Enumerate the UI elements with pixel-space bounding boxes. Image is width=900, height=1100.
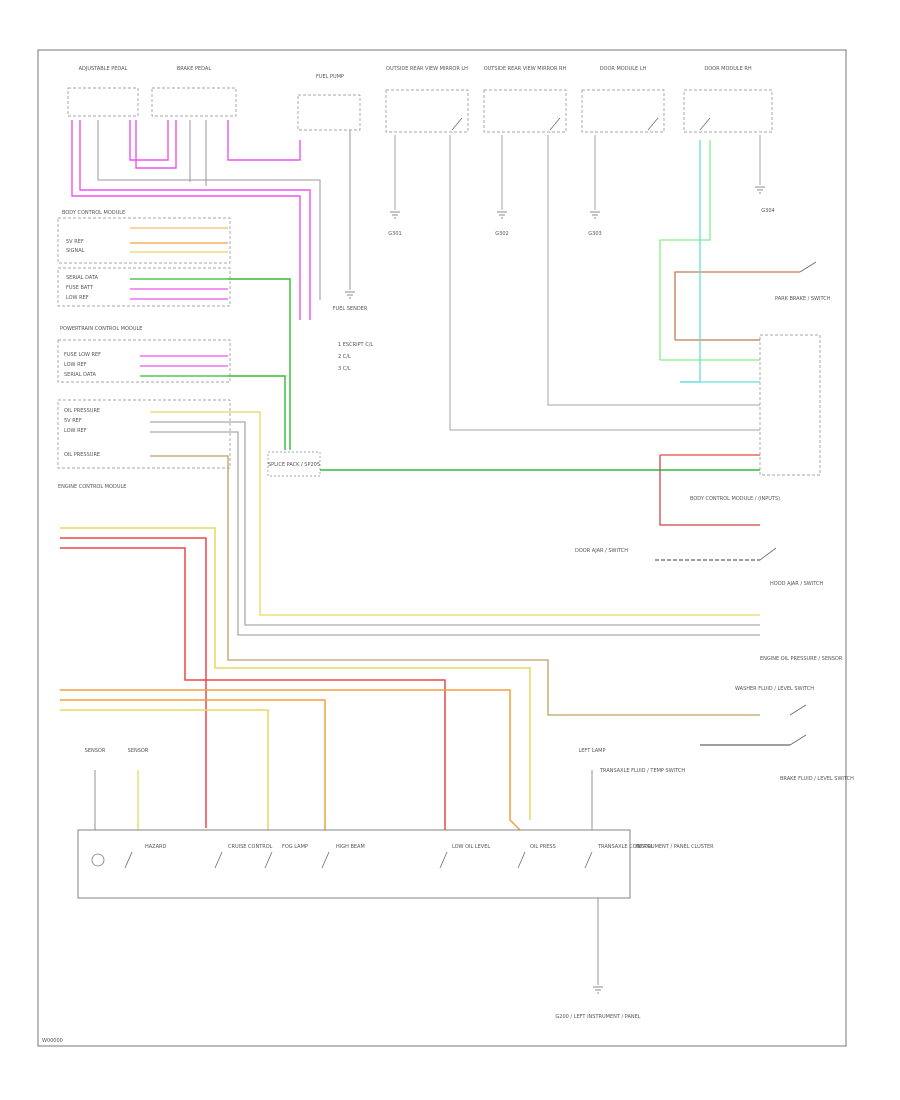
module-door-lh-label: DOOR MODULE LH	[600, 66, 647, 72]
right-switches	[759, 261, 817, 746]
ground-label-g301: G301	[388, 231, 401, 237]
cluster-seg-5: LOW OIL LEVEL	[452, 844, 490, 850]
module-mirror-rh	[483, 89, 567, 133]
oil-pin-3: LOW REF	[64, 428, 87, 434]
cluster-lamp	[91, 853, 105, 867]
legend-1: 1 ESCRIPT C/L	[338, 342, 373, 348]
pcm2-label: POWERTRAIN CONTROL MODULE	[60, 326, 142, 332]
label-trans-fluid: TRANSAXLE FLUID / TEMP SWITCH	[599, 768, 685, 774]
module-fuel-pump-label: FUEL PUMP	[316, 74, 344, 80]
cluster-switches	[124, 851, 593, 869]
ground-symbols	[345, 186, 765, 299]
cluster-seg-6: OIL PRESS	[530, 844, 556, 850]
left-stubs	[130, 227, 228, 377]
ground-g303	[590, 211, 600, 219]
wires-oil	[150, 411, 760, 716]
oil-pin-1: OIL PRESSURE	[64, 408, 100, 414]
label-door-ajar: DOOR AJAR / SWITCH	[575, 548, 628, 554]
wires-ecm	[60, 527, 531, 830]
label-oil-pressure: ENGINE OIL PRESSURE / SENSOR	[760, 656, 843, 662]
module-door-rh-label: DOOR MODULE RH	[704, 66, 752, 72]
cluster-input-2: SENSOR	[128, 748, 149, 754]
oil-pin-4: OIL PRESSURE	[64, 452, 100, 458]
cluster-input-1: SENSOR	[85, 748, 106, 754]
legend-2: 2 C/L	[338, 354, 351, 360]
cluster-input-3: LEFT LAMP	[578, 748, 605, 754]
cluster-seg-1: HAZARD	[145, 844, 167, 850]
ground-label-g303: G303	[588, 231, 601, 237]
bcm-label: BODY CONTROL MODULE	[62, 210, 125, 216]
splice-label: SPLICE PACK / SP205	[268, 462, 320, 468]
cluster-inputs	[94, 770, 593, 830]
pcm2-block	[57, 339, 231, 383]
module-adjustable-pedal	[67, 87, 139, 117]
footer-code: W00000	[42, 1038, 63, 1044]
cluster-ground-symbol	[593, 986, 603, 994]
ground-g304	[755, 186, 765, 194]
ground-g301	[390, 211, 400, 219]
cluster-seg-7: TRANSAXLE CONTROL	[597, 844, 654, 850]
pcm2-pin-3: SERIAL DATA	[64, 372, 97, 378]
oil-block	[57, 399, 231, 469]
legend-3: 3 C/L	[338, 366, 351, 372]
label-park-brake: PARK BRAKE / SWITCH	[775, 296, 831, 302]
diagram-frame	[37, 49, 847, 1047]
cluster-seg-3: FOG LAMP	[282, 844, 308, 850]
cluster-seg-2: CRUISE CONTROL	[228, 844, 273, 850]
ground-label-g302: G302	[495, 231, 508, 237]
top-modules: ADJUSTABLE PEDAL BRAKE PEDAL FUEL PUMP O…	[67, 66, 773, 133]
bcm-pin-1: 5V REF	[66, 239, 84, 245]
pcm-pin-2: FUSE BATT	[66, 285, 94, 291]
module-mirror-rh-label: OUTSIDE REAR VIEW MIRROR RH	[484, 66, 567, 72]
label-hood-ajar: HOOD AJAR / SWITCH	[770, 581, 823, 587]
oil-pin-2: 5V REF	[64, 418, 82, 424]
bcm-block	[57, 217, 231, 264]
fuel-sender-label: FUEL SENDER	[333, 306, 368, 312]
instrument-cluster	[77, 829, 631, 899]
module-brake-pedal	[151, 87, 237, 117]
splice-box	[267, 451, 321, 477]
ground-g302	[497, 211, 507, 219]
cluster-seg-4: HIGH BEAM	[336, 844, 365, 850]
module-door-rh	[683, 89, 773, 133]
module-adjustable-pedal-label: ADJUSTABLE PEDAL	[79, 66, 128, 72]
label-brake-fluid: BRAKE FLUID / LEVEL SWITCH	[780, 776, 854, 782]
module-mirror-lh-label: OUTSIDE REAR VIEW MIRROR LH	[386, 66, 468, 72]
bcm-pin-2: SIGNAL	[66, 248, 85, 254]
left-blocks: BODY CONTROL MODULE 5V REF SIGNAL SERIAL…	[57, 210, 231, 490]
ecm-label: ENGINE CONTROL MODULE	[58, 484, 126, 490]
module-door-lh	[581, 89, 665, 133]
wires-orange	[60, 689, 521, 831]
module-switches	[451, 117, 711, 131]
module-fuel-pump	[297, 94, 361, 131]
label-washer-fluid: WASHER FLUID / LEVEL SWITCH	[735, 686, 814, 692]
pcm-pin-3: LOW REF	[66, 295, 89, 301]
label-body-control: BODY CONTROL MODULE / (INPUTS)	[690, 496, 780, 502]
right-connector	[759, 334, 821, 476]
ground-label-g304: G304	[761, 208, 774, 214]
pcm2-pin-2: LOW REF	[64, 362, 87, 368]
module-mirror-lh	[385, 89, 469, 133]
cluster-ground-label: G200 / LEFT INSTRUMENT / PANEL	[555, 1014, 640, 1020]
wires-gray-verticals	[394, 135, 761, 431]
cluster-side-label: INSTRUMENT / PANEL CLUSTER	[636, 844, 714, 850]
wires-green	[228, 278, 760, 471]
wires-pink	[71, 120, 311, 320]
module-brake-pedal-label: BRAKE PEDAL	[177, 66, 212, 72]
right-side-wires	[655, 140, 800, 746]
pcm-block	[57, 267, 231, 307]
pcm2-pin-1: FUSE LOW REF	[64, 352, 101, 358]
ground-g305	[345, 291, 355, 299]
wires-gray-top	[97, 120, 351, 300]
pcm-pin-1: SERIAL DATA	[66, 275, 99, 281]
